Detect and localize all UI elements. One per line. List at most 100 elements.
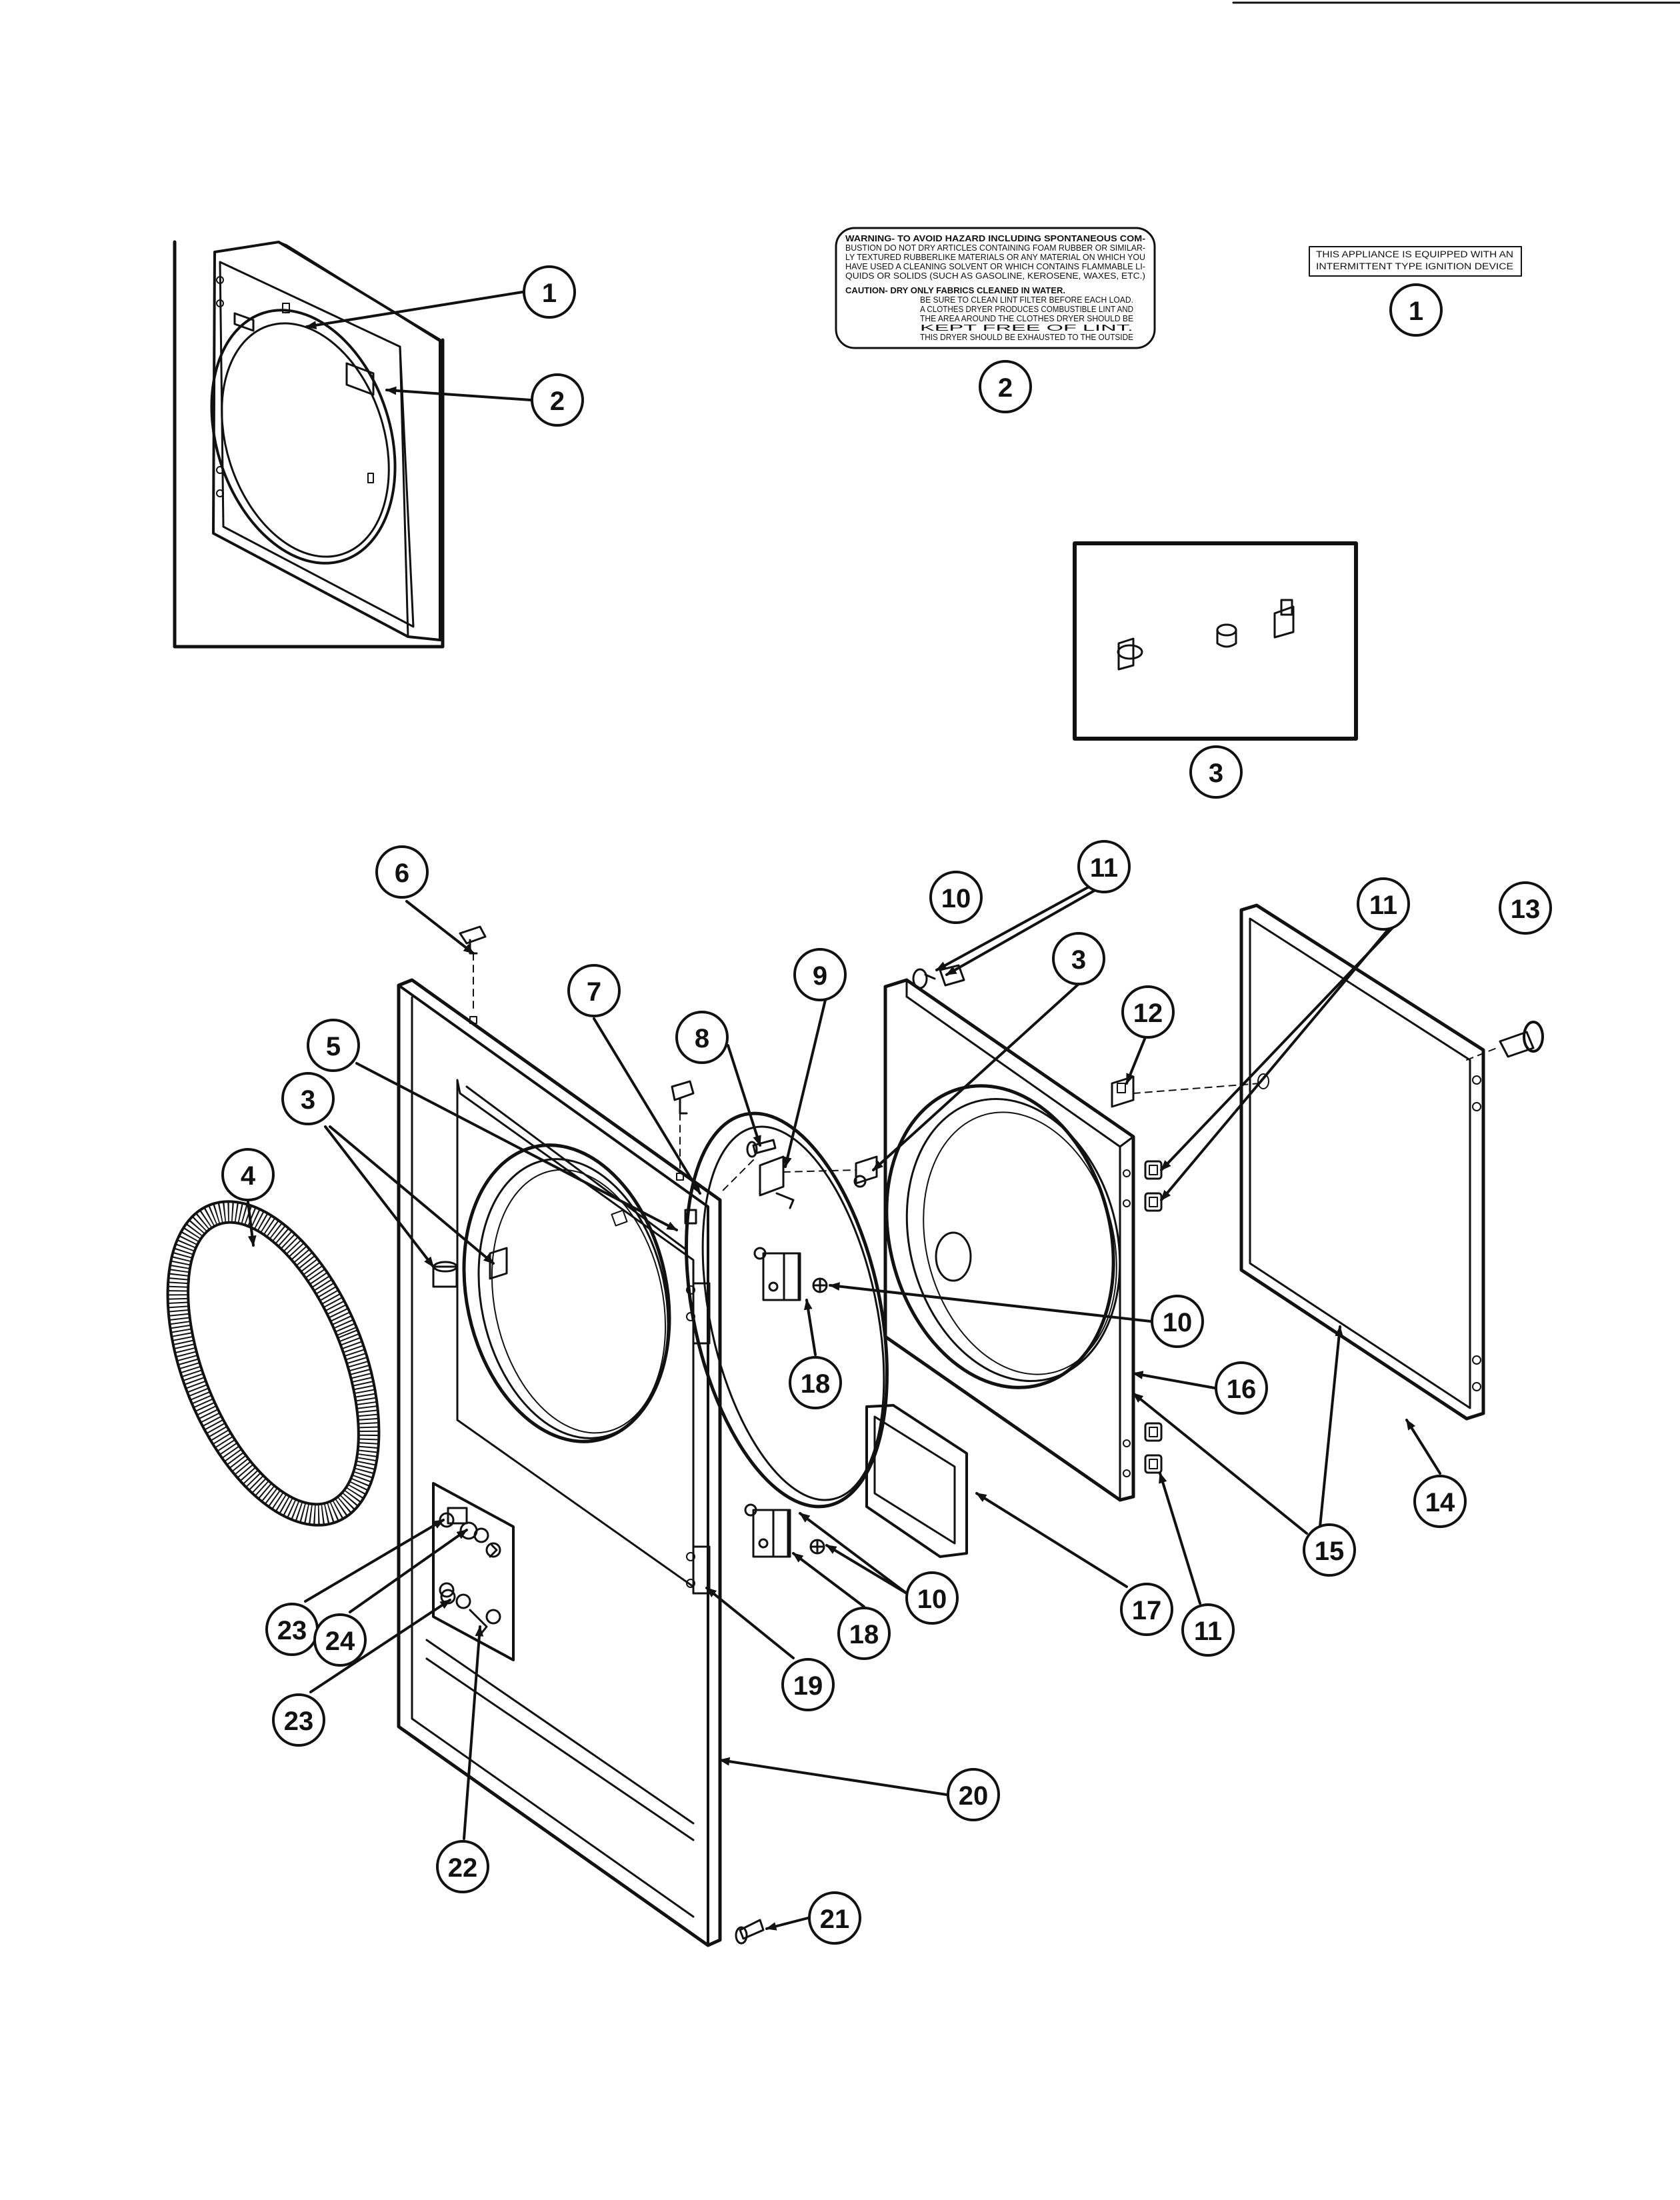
callout-3: 3: [281, 1072, 335, 1125]
callout-circle: [837, 1607, 891, 1660]
callout-circle: [1357, 877, 1410, 931]
callout-12: 12: [1121, 985, 1175, 1039]
callout-number: 10: [1163, 1308, 1193, 1337]
leader-line: [783, 999, 827, 1168]
callout-circle: [1151, 1295, 1204, 1348]
callout-number: 3: [301, 1085, 315, 1115]
callout-1: 1: [1389, 283, 1443, 337]
callout-circle: [272, 1693, 325, 1747]
warning-label-line: LY TEXTURED RUBBERLIKE MATERIALS OR ANY …: [845, 253, 1145, 262]
callout-number: 2: [998, 373, 1013, 403]
ignition-label: THIS APPLIANCE IS EQUIPPED WITH ANINTERM…: [1309, 246, 1522, 277]
callout-number: 8: [695, 1024, 709, 1053]
callout-10: 10: [905, 1571, 959, 1625]
callout-3: 3: [1189, 745, 1243, 799]
callout-circle: [1120, 1583, 1173, 1636]
callout-circle: [1189, 745, 1243, 799]
leader-line: [463, 1625, 484, 1840]
callout-10: 10: [929, 871, 983, 924]
callout-number: 3: [1209, 759, 1223, 788]
leader-line: [1125, 1036, 1147, 1085]
leader-line: [1159, 1472, 1201, 1605]
leader-line: [935, 879, 1103, 971]
callout-circle: [1121, 985, 1175, 1039]
callout-11: 11: [1077, 840, 1131, 893]
callout-circle: [1303, 1523, 1356, 1577]
leader-line: [872, 983, 1080, 1171]
leader-line: [825, 1544, 908, 1595]
callout-circle: [979, 360, 1032, 413]
callout-circle: [947, 1768, 1000, 1821]
inset-dryer-front: [173, 240, 445, 649]
callout-circle: [313, 1613, 367, 1667]
callout-9: 9: [793, 948, 847, 1001]
leader-line: [1132, 1392, 1308, 1535]
leader-line: [1319, 1325, 1343, 1528]
callout-20: 20: [947, 1768, 1000, 1821]
guide-lines: [473, 953, 1501, 1194]
callout-number: 9: [813, 961, 827, 991]
screw-8: [746, 1139, 777, 1158]
top-clip: [459, 925, 487, 955]
leader-line: [309, 1599, 451, 1693]
callout-number: 11: [1194, 1617, 1222, 1646]
callout-number: 1: [542, 279, 557, 308]
callout-circle: [929, 871, 983, 924]
callout-circle: [1052, 932, 1105, 985]
leader-line: [829, 1282, 1152, 1323]
callout-17: 17: [1120, 1583, 1173, 1636]
leader-line: [247, 1201, 257, 1247]
warning-label-line: BUSTION DO NOT DRY ARTICLES CONTAINING F…: [845, 243, 1145, 253]
callout-circle: [1077, 840, 1131, 893]
callout-number: 4: [241, 1161, 256, 1191]
plug-fastener-icon: [1216, 623, 1237, 648]
warning-label-line: THE AREA AROUND THE CLOTHES DRYER SHOULD…: [920, 314, 1133, 323]
callout-circle: [1181, 1603, 1235, 1657]
leader-line: [349, 1529, 468, 1613]
warning-label-line: A CLOTHES DRYER PRODUCES COMBUSTIBLE LIN…: [920, 305, 1133, 314]
leader-line: [355, 1062, 678, 1231]
bracket-fastener-icon: [1273, 599, 1295, 639]
leader-line: [1132, 1371, 1216, 1389]
leader-line: [727, 1044, 761, 1147]
callout-11: 11: [1357, 877, 1410, 931]
clip-fastener-icon: [1117, 637, 1143, 671]
callout-circle: [567, 964, 621, 1017]
callout-number: 1: [1409, 297, 1423, 326]
callout-circle: [531, 373, 584, 427]
callout-number: 19: [793, 1671, 823, 1701]
callout-number: 10: [941, 884, 971, 913]
callout-circle: [1389, 283, 1443, 337]
leader-line: [792, 1552, 865, 1608]
callout-number: 16: [1227, 1375, 1257, 1404]
callout-circle: [1499, 881, 1552, 935]
callout-number: 14: [1425, 1488, 1455, 1517]
leader-line: [975, 1492, 1128, 1588]
callout-number: 23: [284, 1707, 314, 1736]
callout-13: 13: [1499, 881, 1552, 935]
callout-circle: [307, 1019, 360, 1072]
callout-18: 18: [789, 1356, 842, 1409]
callout-circle: [281, 1072, 335, 1125]
leader-line: [324, 1125, 435, 1268]
leader-line: [765, 1917, 809, 1931]
callout-5: 5: [307, 1019, 360, 1072]
upper-hinge: [753, 1247, 828, 1301]
callout-circle: [1215, 1361, 1268, 1415]
callout-24: 24: [313, 1613, 367, 1667]
callout-2: 2: [979, 360, 1032, 413]
callout-number: 20: [959, 1781, 989, 1811]
callout-circle: [793, 948, 847, 1001]
callout-2: 2: [531, 373, 584, 427]
callout-4: 4: [221, 1148, 275, 1201]
callout-14: 14: [1413, 1475, 1467, 1528]
warning-label-line: QUIDS OR SOLIDS (SUCH AS GASOLINE, KEROS…: [845, 271, 1145, 281]
leader-line: [705, 1587, 795, 1659]
callout-number: 3: [1071, 945, 1086, 975]
front-panel: [397, 978, 722, 1947]
inset-label-large: [345, 362, 375, 396]
door-knob: [1499, 1021, 1544, 1058]
callout-number: 17: [1132, 1596, 1162, 1625]
callout-circle: [523, 265, 576, 319]
